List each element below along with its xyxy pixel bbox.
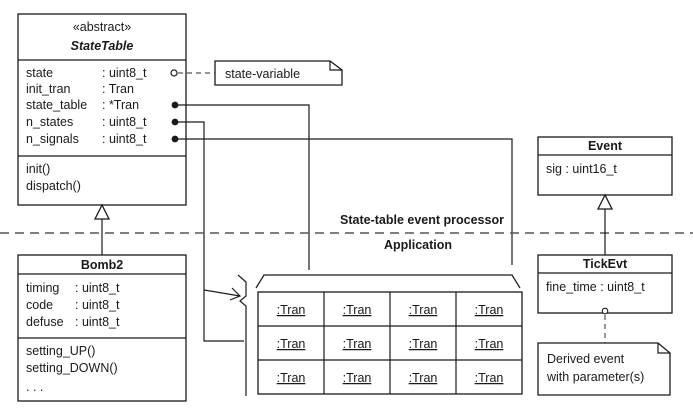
table-left-brace bbox=[237, 274, 247, 396]
bomb2-attr-type-defuse: : uint8_t bbox=[75, 315, 120, 329]
attr-type-state: : uint8_t bbox=[102, 66, 147, 80]
tickevt-class: TickEvt fine_time : uint8_t bbox=[537, 254, 673, 315]
state-table-class: «abstract» StateTable state : uint8_t in… bbox=[17, 13, 187, 206]
tran-cell: :Tran bbox=[277, 303, 306, 317]
bomb2-box bbox=[17, 254, 187, 402]
n-signals-dot bbox=[171, 135, 179, 143]
n-states-dot bbox=[171, 118, 179, 126]
attr-name-state: state bbox=[26, 66, 53, 80]
table-top-bracket bbox=[255, 274, 521, 289]
attr-type-n-signals: : uint8_t bbox=[102, 132, 147, 146]
state-note-fold bbox=[329, 61, 342, 71]
derived-note-fold bbox=[657, 343, 670, 354]
bomb2-attr-name-defuse: defuse bbox=[26, 315, 64, 329]
state-note-text: state-variable bbox=[225, 67, 300, 81]
bomb2-attr-name-code: code bbox=[26, 298, 53, 312]
event-box bbox=[537, 136, 673, 196]
bomb2-attr-name-timing: timing bbox=[26, 281, 59, 295]
n-signals-link bbox=[178, 138, 513, 265]
bomb2-generalization-arrow bbox=[93, 203, 111, 220]
derived-note-line-1: Derived event bbox=[547, 352, 625, 366]
derived-event-note: Derived event with parameter(s) bbox=[537, 315, 671, 396]
tran-cell: :Tran bbox=[475, 371, 504, 385]
attr-type-state-table: : *Tran bbox=[102, 98, 139, 112]
attr-name-n-signals: n_signals bbox=[26, 132, 79, 146]
state-table-link bbox=[178, 104, 310, 270]
bomb2-attr-type-timing: : uint8_t bbox=[75, 281, 120, 295]
tran-table: :Tran :Tran :Tran :Tran :Tran :Tran :Tra… bbox=[237, 274, 523, 396]
bomb2-op-setting-down: setting_DOWN() bbox=[26, 361, 118, 375]
layer-label-lower: Application bbox=[384, 238, 452, 252]
state-note-shape bbox=[214, 60, 343, 86]
state-table-box bbox=[17, 13, 187, 206]
bomb2-inheritance bbox=[93, 203, 111, 255]
event-class: Event sig : uint16_t bbox=[537, 136, 673, 196]
event-attr-sig: sig : uint16_t bbox=[546, 162, 617, 176]
tran-cell: :Tran bbox=[277, 371, 306, 385]
bomb2-class: Bomb2 timing : uint8_t code : uint8_t de… bbox=[17, 254, 187, 402]
layer-separator: State-table event processor Application bbox=[0, 213, 693, 252]
tran-cell: :Tran bbox=[343, 303, 372, 317]
tran-cell: :Tran bbox=[343, 337, 372, 351]
derived-note-line-2: with parameter(s) bbox=[546, 370, 644, 384]
tran-cell: :Tran bbox=[343, 371, 372, 385]
tickevt-generalization-arrow bbox=[596, 193, 614, 210]
bomb2-op-ellipsis: . . . bbox=[26, 380, 43, 394]
n-states-bottom-link bbox=[203, 290, 244, 342]
tran-cell: :Tran bbox=[409, 303, 438, 317]
tran-cell: :Tran bbox=[475, 337, 504, 351]
n-states-link bbox=[178, 121, 241, 297]
op-init: init() bbox=[26, 162, 50, 176]
layer-label-upper: State-table event processor bbox=[340, 213, 504, 227]
tran-cell: :Tran bbox=[409, 337, 438, 351]
state-table-dot bbox=[171, 101, 179, 109]
derived-note-shape bbox=[537, 342, 671, 396]
event-name: Event bbox=[588, 139, 623, 153]
state-table-stereotype: «abstract» bbox=[73, 20, 131, 34]
attr-name-init-tran: init_tran bbox=[26, 82, 71, 96]
attribute-links bbox=[178, 104, 513, 342]
tickevt-attr-fine-time: fine_time : uint8_t bbox=[546, 280, 645, 294]
attr-type-n-states: : uint8_t bbox=[102, 115, 147, 129]
tickevt-note-anchor bbox=[601, 307, 609, 315]
bomb2-name: Bomb2 bbox=[81, 258, 123, 272]
attr-name-n-states: n_states bbox=[26, 115, 73, 129]
tickevt-inheritance bbox=[596, 193, 614, 255]
tran-cell: :Tran bbox=[475, 303, 504, 317]
attr-type-init-tran: : Tran bbox=[102, 82, 134, 96]
bomb2-op-setting-up: setting_UP() bbox=[26, 344, 95, 358]
attr-name-state-table: state_table bbox=[26, 98, 87, 112]
state-variable-note: state-variable bbox=[178, 60, 343, 86]
op-dispatch: dispatch() bbox=[26, 179, 81, 193]
bomb2-attr-type-code: : uint8_t bbox=[75, 298, 120, 312]
state-table-name: StateTable bbox=[71, 39, 134, 53]
tran-cell: :Tran bbox=[277, 337, 306, 351]
n-states-arrowhead bbox=[229, 287, 242, 301]
tran-cell: :Tran bbox=[409, 371, 438, 385]
state-open-dot bbox=[170, 69, 178, 77]
tickevt-name: TickEvt bbox=[583, 257, 628, 271]
